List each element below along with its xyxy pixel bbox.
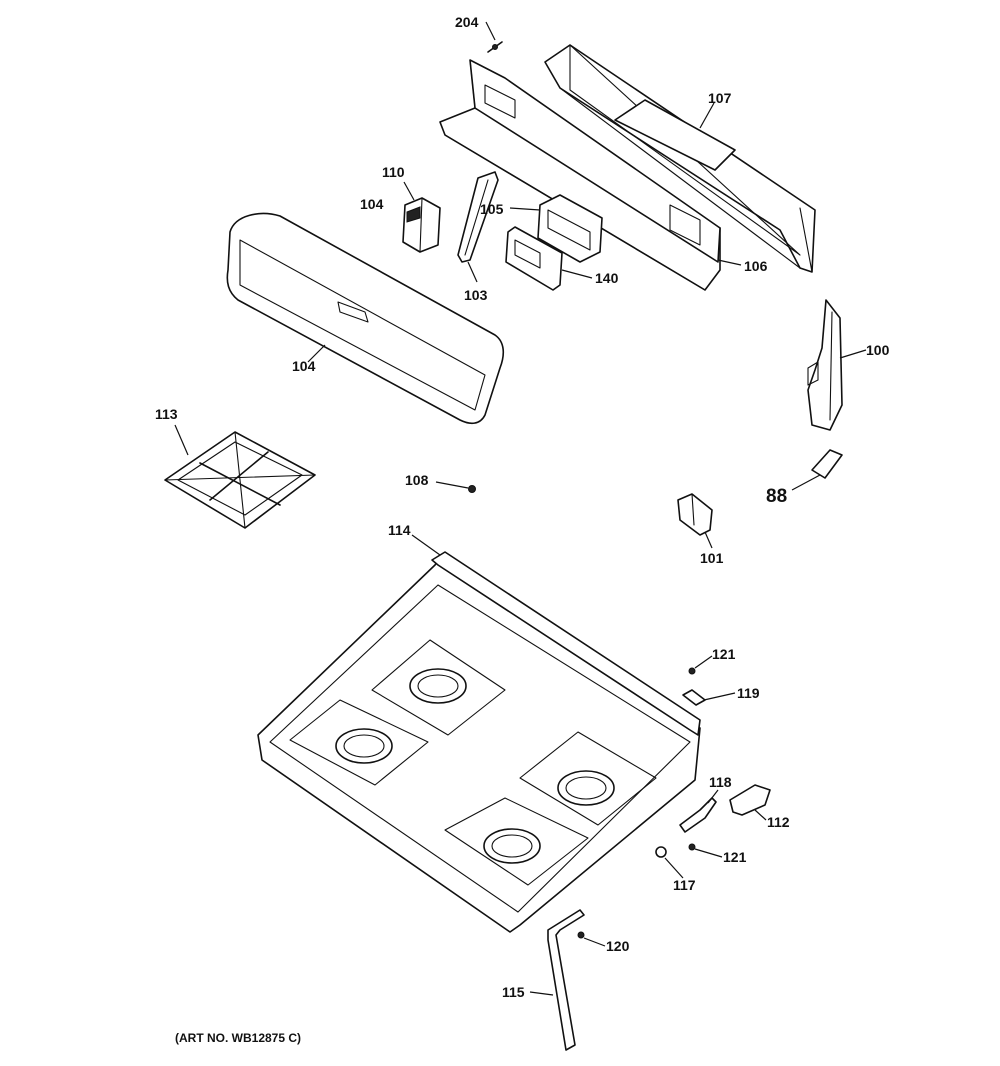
part-110-switch bbox=[402, 197, 441, 253]
callout-labels: 204 107 110 104 105 103 140 106 104 100 … bbox=[155, 14, 890, 1000]
part-120-screw bbox=[577, 931, 585, 939]
part-105-board bbox=[537, 194, 603, 263]
callout-120: 120 bbox=[606, 938, 630, 954]
callout-110: 110 bbox=[382, 164, 405, 180]
part-106-control-panel bbox=[439, 59, 721, 291]
callout-105: 105 bbox=[480, 201, 504, 217]
part-88-clip bbox=[811, 449, 843, 479]
part-204-screw bbox=[487, 41, 503, 53]
leader-lines bbox=[174, 21, 867, 996]
callout-100: 100 bbox=[866, 342, 890, 358]
callout-104-backsplash: 104 bbox=[292, 358, 316, 374]
part-140-overlay bbox=[505, 226, 563, 291]
part-119-clip bbox=[682, 689, 706, 706]
callout-113: 113 bbox=[155, 406, 178, 422]
callout-88: 88 bbox=[766, 486, 787, 507]
part-103-bracket bbox=[457, 171, 499, 263]
part-115-rod bbox=[547, 909, 585, 1051]
callout-117: 117 bbox=[673, 877, 696, 893]
part-121-screw-lower bbox=[688, 843, 696, 851]
part-117-nut bbox=[655, 846, 667, 858]
part-112-clamp bbox=[729, 784, 771, 816]
callout-108: 108 bbox=[405, 472, 429, 488]
callout-121-lower: 121 bbox=[723, 849, 747, 865]
callout-104-switch: 104 bbox=[360, 196, 384, 212]
callout-101: 101 bbox=[700, 550, 724, 566]
part-108-screw bbox=[468, 485, 476, 493]
callout-121-upper: 121 bbox=[712, 646, 736, 662]
part-101-bracket bbox=[677, 493, 713, 536]
callout-103: 103 bbox=[464, 287, 488, 303]
callout-204: 204 bbox=[455, 14, 479, 30]
callout-106: 106 bbox=[744, 258, 768, 274]
callout-119: 119 bbox=[737, 685, 760, 701]
part-104-backsplash bbox=[226, 212, 505, 425]
part-114-cooktop bbox=[257, 551, 701, 933]
part-107-trim bbox=[544, 44, 816, 273]
part-100-side-trim bbox=[807, 299, 843, 431]
callout-115: 115 bbox=[502, 984, 525, 1000]
callout-112: 112 bbox=[767, 814, 790, 830]
part-121-screw-upper bbox=[688, 667, 696, 675]
callout-114: 114 bbox=[388, 522, 411, 538]
callout-118: 118 bbox=[709, 774, 732, 790]
art-number: (ART NO. WB12875 C) bbox=[175, 1031, 301, 1045]
part-118-bracket bbox=[679, 797, 717, 833]
callout-140: 140 bbox=[595, 270, 619, 286]
part-113-grate bbox=[164, 431, 316, 529]
callout-107: 107 bbox=[708, 90, 732, 106]
